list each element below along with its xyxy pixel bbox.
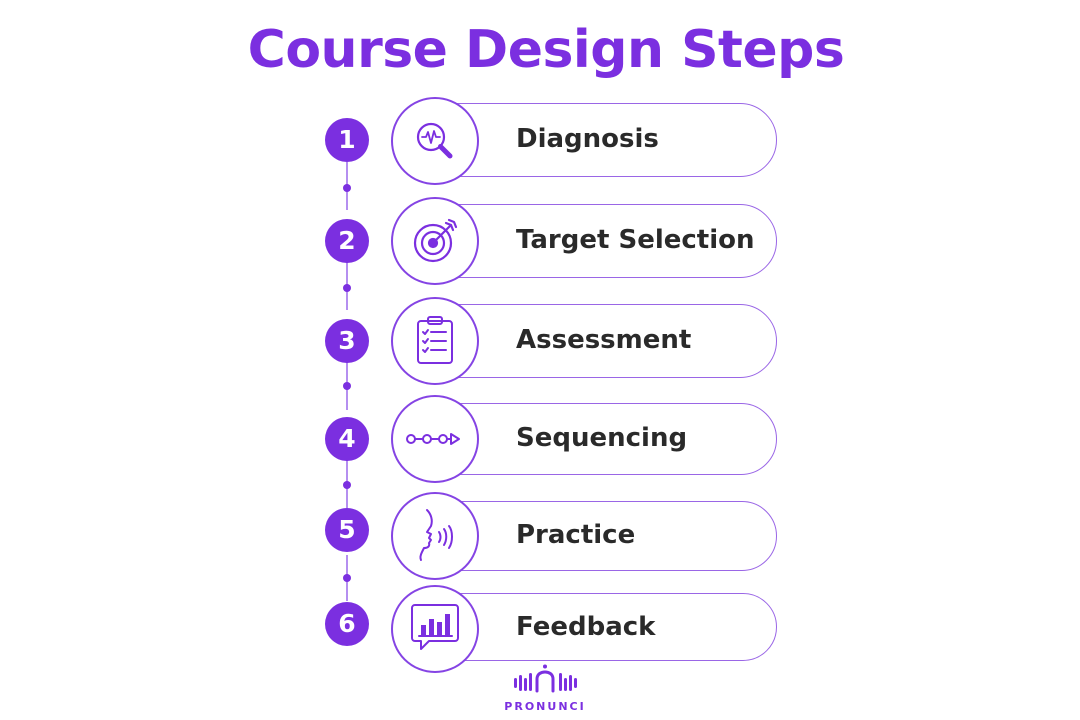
timeline-dot: [343, 382, 351, 390]
step-label: Sequencing: [516, 423, 688, 453]
step-label: Feedback: [516, 612, 656, 642]
step-label: Practice: [516, 520, 636, 550]
step-number-badge: 6: [325, 602, 369, 646]
step-number-badge: 4: [325, 417, 369, 461]
step-number-badge: 3: [325, 319, 369, 363]
sequence-arrow-icon: [391, 395, 479, 483]
logo-sound-wave-icon: [514, 664, 577, 693]
bar-chart-bubble-icon: [391, 585, 479, 673]
page-title: Course Design Steps: [247, 20, 845, 80]
step-number-badge: 2: [325, 219, 369, 263]
logo-text: PRONUNCI: [504, 700, 586, 713]
clipboard-checklist-icon: [391, 297, 479, 385]
timeline-dot: [343, 184, 351, 192]
timeline-dot: [343, 284, 351, 292]
step-number-badge: 5: [325, 508, 369, 552]
speaking-face-icon: [391, 492, 479, 580]
timeline-dot: [343, 574, 351, 582]
step-number-badge: 1: [325, 118, 369, 162]
pronunci-logo: PRONUNCI: [500, 664, 590, 718]
timeline-dot: [343, 481, 351, 489]
magnifier-waveform-icon: [391, 97, 479, 185]
step-label: Target Selection: [516, 225, 755, 255]
target-arrow-icon: [391, 197, 479, 285]
step-label: Diagnosis: [516, 124, 659, 154]
step-label: Assessment: [516, 325, 692, 355]
